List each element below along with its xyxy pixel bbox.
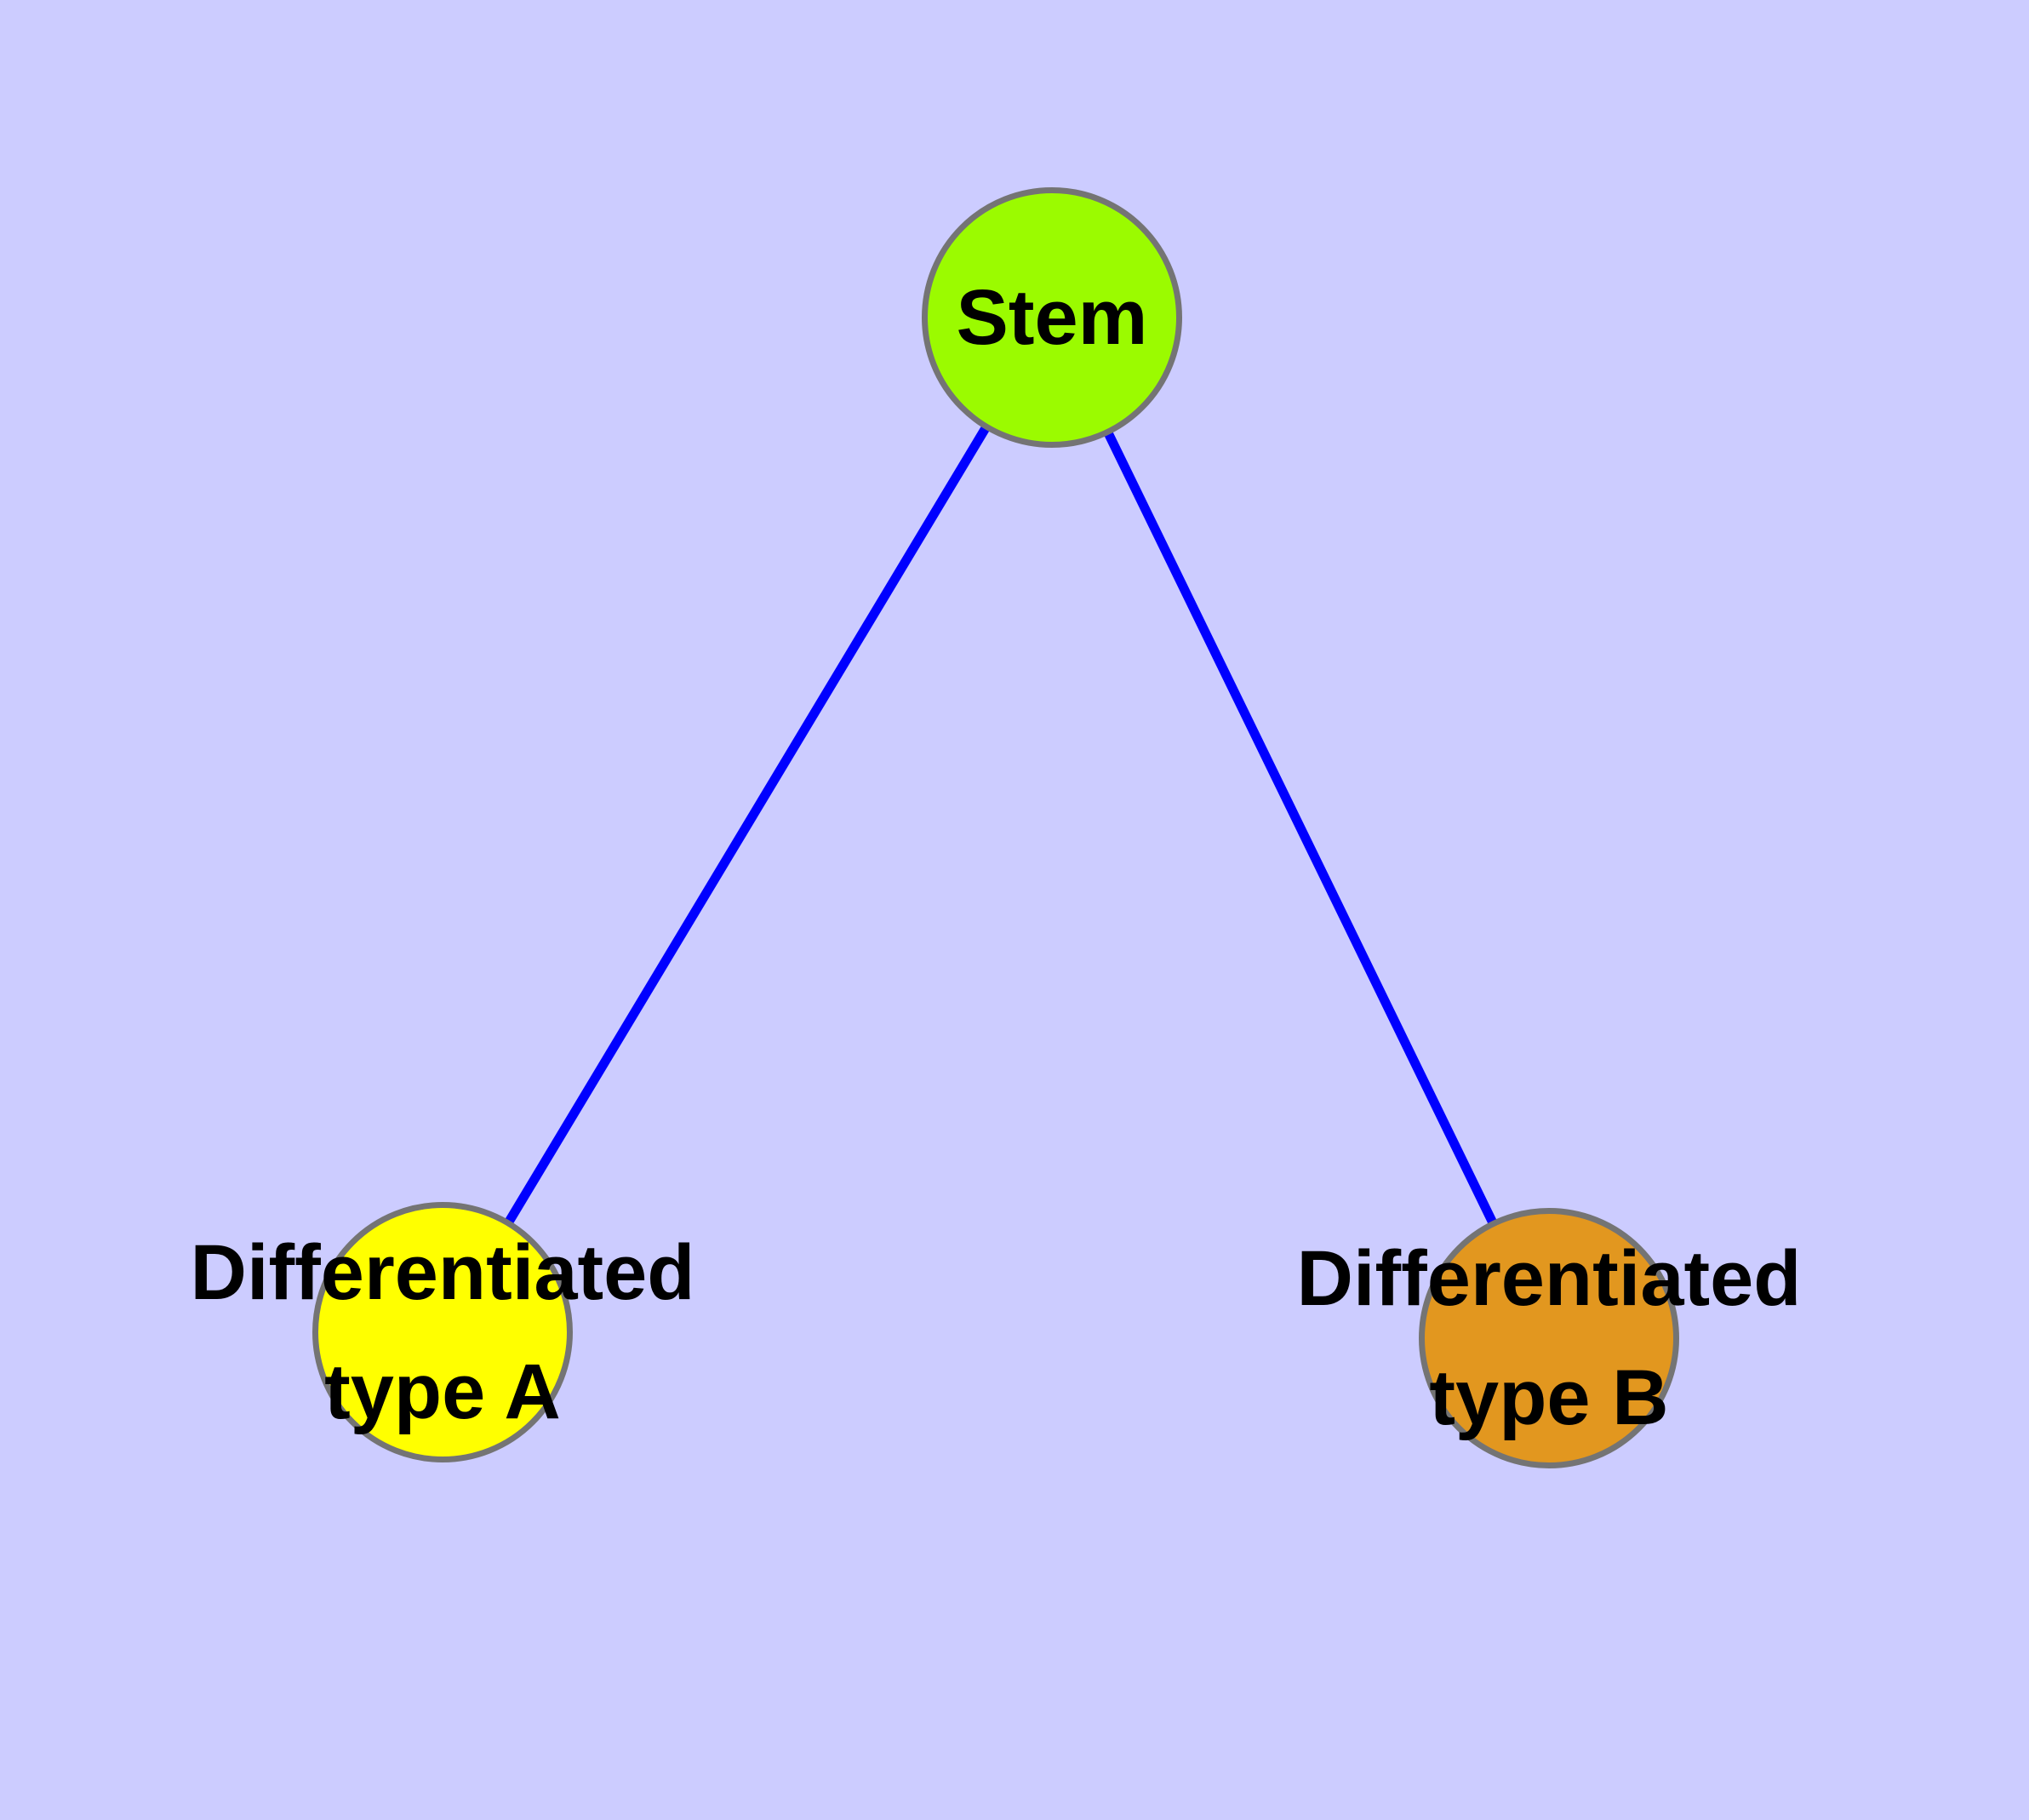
node-stem[interactable] bbox=[922, 187, 1182, 448]
node-differentiated-type-a[interactable] bbox=[312, 1202, 573, 1462]
edge-stem-to-type-a bbox=[438, 315, 1056, 1335]
edge-stem-to-type-b bbox=[1048, 315, 1553, 1341]
node-differentiated-type-b[interactable] bbox=[1419, 1208, 1679, 1468]
